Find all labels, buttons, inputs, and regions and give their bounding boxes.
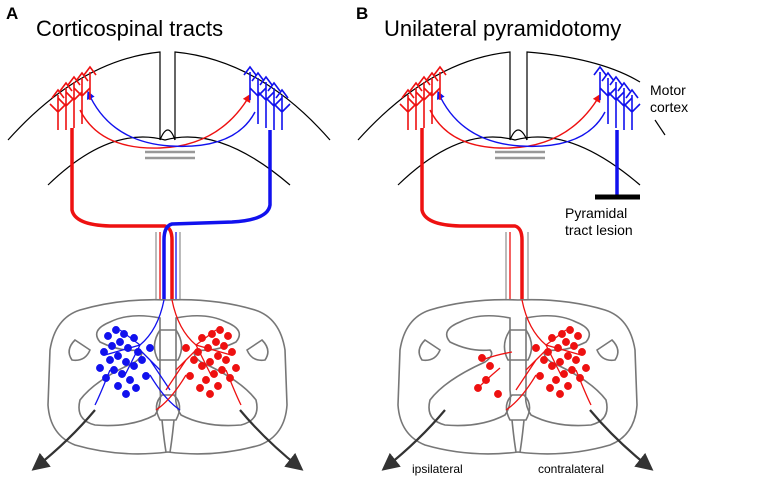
red-pyramidal-neurons-b (399, 65, 447, 130)
panel-a-title: Corticospinal tracts (36, 16, 224, 41)
motor-cortex-label: Motor cortex (650, 82, 689, 115)
output-arrow-right-a (239, 409, 304, 471)
right-hemisphere-outline (174, 51, 331, 141)
output-arrow-right-b (589, 409, 654, 471)
panel-b-letter: B (356, 4, 369, 23)
panel-b-title: Unilateral pyramidotomy (384, 16, 622, 41)
inner-contour-b (397, 136, 641, 186)
ipsilateral-label: ipsilateral (412, 462, 463, 476)
blue-tract-a (162, 130, 272, 300)
left-hemisphere-outline (7, 51, 161, 141)
callosal-fiber-blue-a (86, 90, 256, 148)
pyramidal-lesion-label: Pyramidal tract lesion (565, 205, 633, 238)
right-hemisphere-outline-b (526, 51, 641, 140)
blue-pyramidal-neurons-b (593, 65, 641, 130)
callosal-fiber-red-a (79, 93, 251, 149)
panel-b-brain (357, 51, 666, 186)
callosal-fiber-red-b (429, 93, 601, 149)
panel-b-corpus-callosum (495, 150, 545, 160)
contralateral-label: contralateral (538, 462, 605, 476)
red-motor-cluster-a (155, 299, 242, 411)
red-tract-a (70, 128, 174, 300)
output-arrow-left-a (31, 409, 96, 471)
output-arrow-left-b (381, 409, 446, 471)
blue-pyramidal-neurons-a (243, 65, 291, 130)
red-tract-b (420, 128, 524, 300)
spinal-cord-a (47, 298, 288, 455)
panel-a-letter: A (6, 4, 19, 23)
red-pyramidal-neurons-a (49, 65, 97, 130)
inner-contour (47, 136, 291, 186)
panel-a-corpus-callosum (145, 150, 195, 160)
red-motor-cluster-b (474, 299, 592, 411)
callosal-fiber-blue-b (436, 90, 606, 148)
spinal-cord-b (397, 298, 638, 455)
left-hemisphere-outline-b (357, 51, 511, 141)
motor-cortex-pointer (654, 119, 666, 136)
blue-motor-cluster-a (94, 299, 181, 411)
